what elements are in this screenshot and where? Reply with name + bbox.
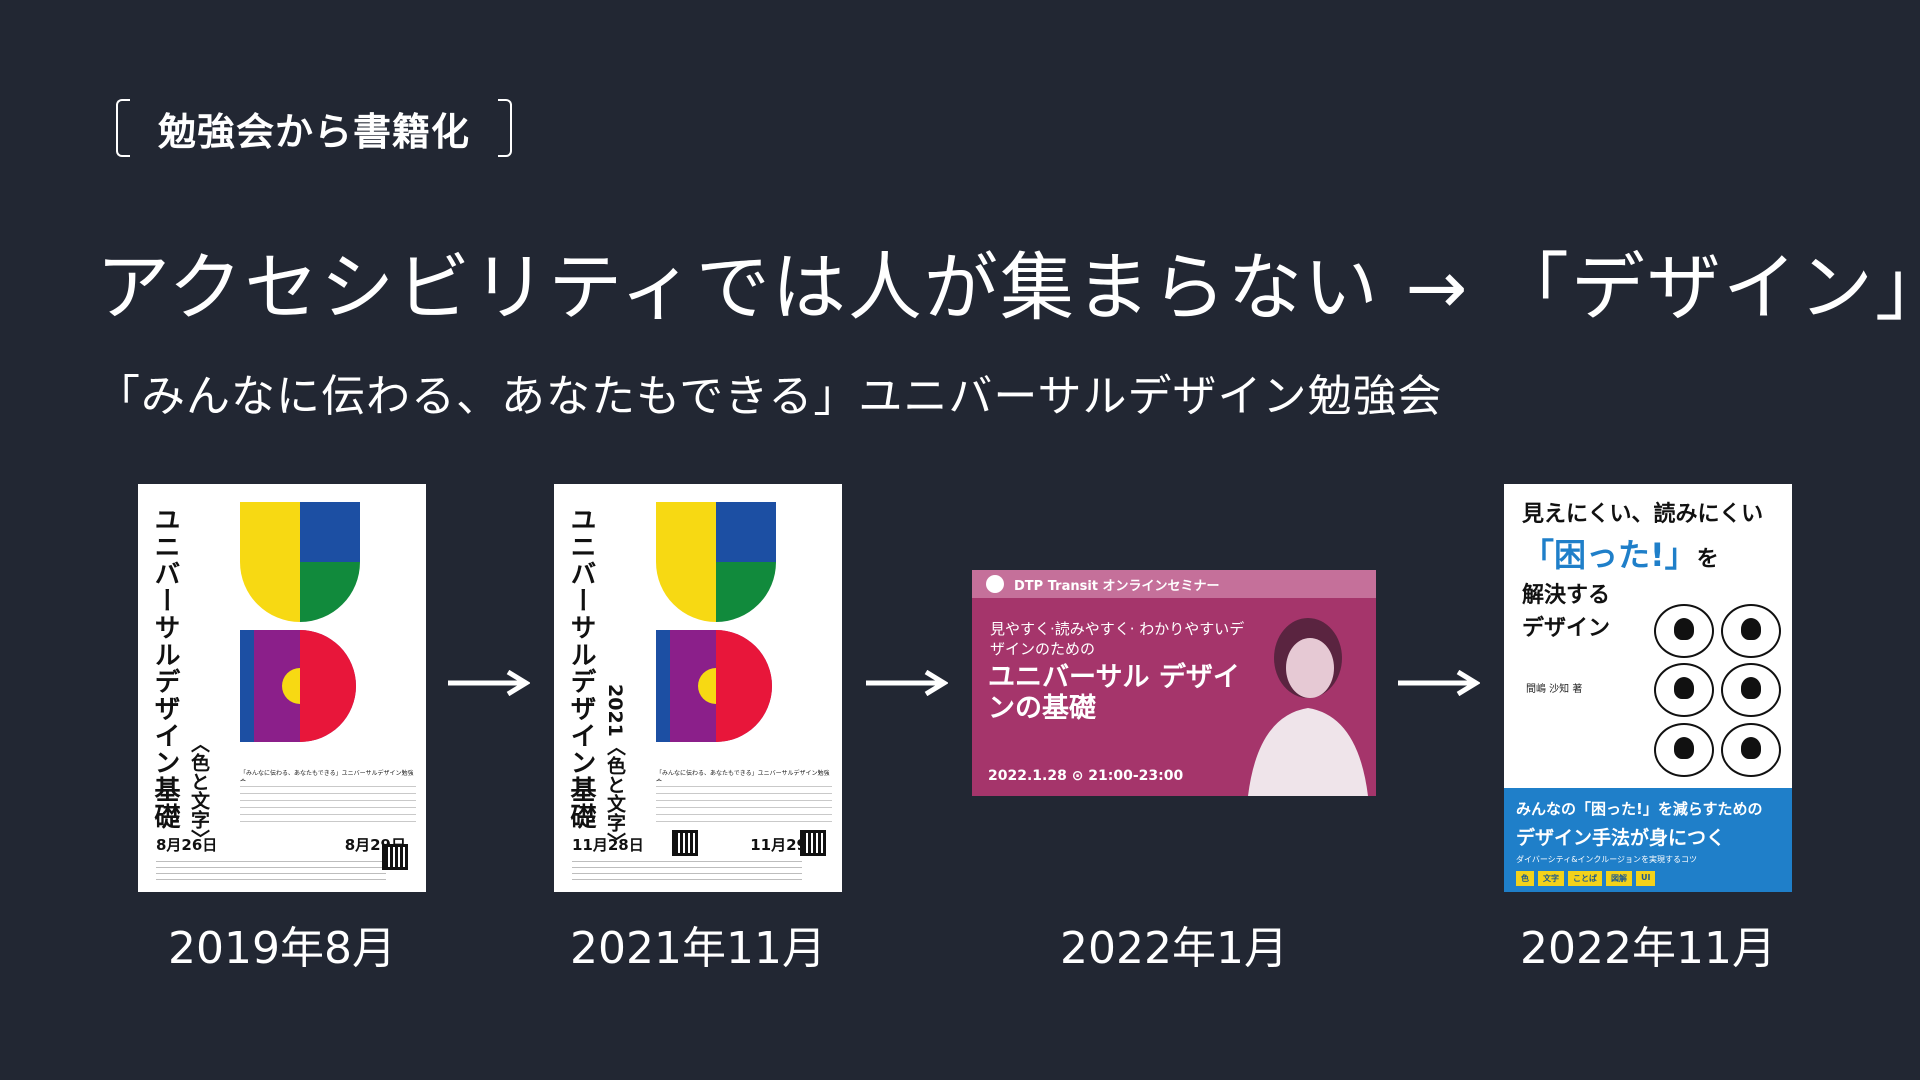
qr-code-icon <box>382 844 408 870</box>
book-chip: ことば <box>1568 871 1602 886</box>
timeline-date-2019: 2019年8月 <box>168 923 396 974</box>
person-illustration-icon <box>1721 604 1781 658</box>
person-illustration-icon <box>1654 663 1714 718</box>
qr-code-icon <box>672 830 698 856</box>
timeline-date-2022-01: 2022年1月 <box>1060 923 1288 974</box>
poster-footer-text <box>572 858 802 880</box>
person-illustration-icon <box>1721 663 1781 718</box>
book-chip: 色 <box>1516 871 1534 886</box>
seminar-header-label: DTP Transit オンラインセミナー <box>1014 578 1220 594</box>
book-chip: 図解 <box>1606 871 1632 886</box>
poster-2019: ユニバーサルデザイン基礎 〈色と文字〉 「みんなに伝わる、あなたもできる」ユニバ… <box>138 484 426 892</box>
book-title-line-4: デザイン <box>1522 616 1611 641</box>
poster-date-a: 11月28日 <box>572 836 644 854</box>
arrow-right-icon <box>1398 670 1480 696</box>
book-title: 見えにくい、読みにくい 「困った!」を 解決する デザイン <box>1522 498 1792 645</box>
poster-vertical-title: ユニバーサルデザイン基礎 <box>150 506 180 830</box>
arrow-right-icon <box>448 670 530 696</box>
left-bracket <box>116 99 130 157</box>
seminar-subtitle: 見やすく·読みやすく· わかりやすいデザインのための <box>990 620 1245 658</box>
book-chips: 色 文字 ことば 図解 UI <box>1516 871 1780 886</box>
poster-body-text <box>240 782 416 826</box>
book-title-particle: を <box>1696 547 1719 572</box>
arrow-right-icon <box>866 670 948 696</box>
timeline-date-2021: 2021年11月 <box>570 923 826 974</box>
book-title-line-1: 見えにくい、読みにくい <box>1522 502 1764 527</box>
book-chip: 文字 <box>1538 871 1564 886</box>
main-title: アクセシビリティでは人が集まらない → 「デザイン」 <box>96 245 1920 331</box>
poster-date-a: 8月26日 <box>156 836 218 854</box>
book-illustrations <box>1654 604 1784 778</box>
book-band-line-3: ダイバーシティ&インクルージョンを実現するコツ <box>1516 855 1698 864</box>
subtitle: 「みんなに伝わる、あなたもできる」ユニバーサルデザイン勉強会 <box>96 371 1443 422</box>
poster-vertical-title: ユニバーサルデザイン基礎 <box>566 506 596 830</box>
person-illustration-icon <box>1654 722 1714 777</box>
person-illustration-icon <box>1721 722 1781 777</box>
book-band-line-2: デザイン手法が身につく <box>1516 827 1726 849</box>
qr-code-icon <box>800 830 826 856</box>
poster-footer-text <box>156 858 386 880</box>
seminar-title: ユニバーサル デザインの基礎 <box>988 662 1240 725</box>
section-tag: 勉強会から書籍化 <box>116 96 513 160</box>
seminar-banner-2022-01: DTP Transit オンラインセミナー 見やすく·読みやすく· わかりやすい… <box>972 570 1376 796</box>
dtp-transit-logo-icon <box>986 575 1004 593</box>
book-band-line-1: みんなの「困った!」を減らすための <box>1516 800 1763 818</box>
poster-vertical-subtitle: 〈色と文字〉 <box>188 734 210 848</box>
book-band: みんなの「困った!」を減らすための デザイン手法が身につく ダイバーシティ&イン… <box>1504 788 1792 892</box>
seminar-header: DTP Transit オンラインセミナー <box>972 570 1376 598</box>
book-cover-2022-11: 見えにくい、読みにくい 「困った!」を 解決する デザイン 間嶋 沙知 著 みん… <box>1504 484 1792 892</box>
ud-logo <box>656 502 776 742</box>
book-title-emphasis: 「困った!」 <box>1522 536 1697 574</box>
person-illustration-icon <box>1654 604 1714 658</box>
timeline-date-2022-11: 2022年11月 <box>1520 923 1776 974</box>
poster-2021: ユニバーサルデザイン基礎 2021〈色と文字〉 「みんなに伝わる、あなたもできる… <box>554 484 842 892</box>
speaker-photo <box>1248 618 1368 796</box>
seminar-date: 2022.1.28 ⊙ 21:00-23:00 <box>988 768 1184 784</box>
book-author: 間嶋 沙知 著 <box>1526 684 1583 695</box>
book-title-line-3: 解決する <box>1522 583 1611 608</box>
section-tag-label: 勉強会から書籍化 <box>158 109 471 154</box>
book-chip: UI <box>1636 871 1656 886</box>
ud-logo <box>240 502 360 742</box>
poster-dates: 8月26日 8月29日 <box>156 834 406 855</box>
right-bracket <box>498 99 513 157</box>
poster-body-text <box>656 782 832 826</box>
book-title-line-2: 「困った!」を <box>1522 531 1792 579</box>
poster-vertical-subtitle: 2021〈色と文字〉 <box>604 684 626 851</box>
